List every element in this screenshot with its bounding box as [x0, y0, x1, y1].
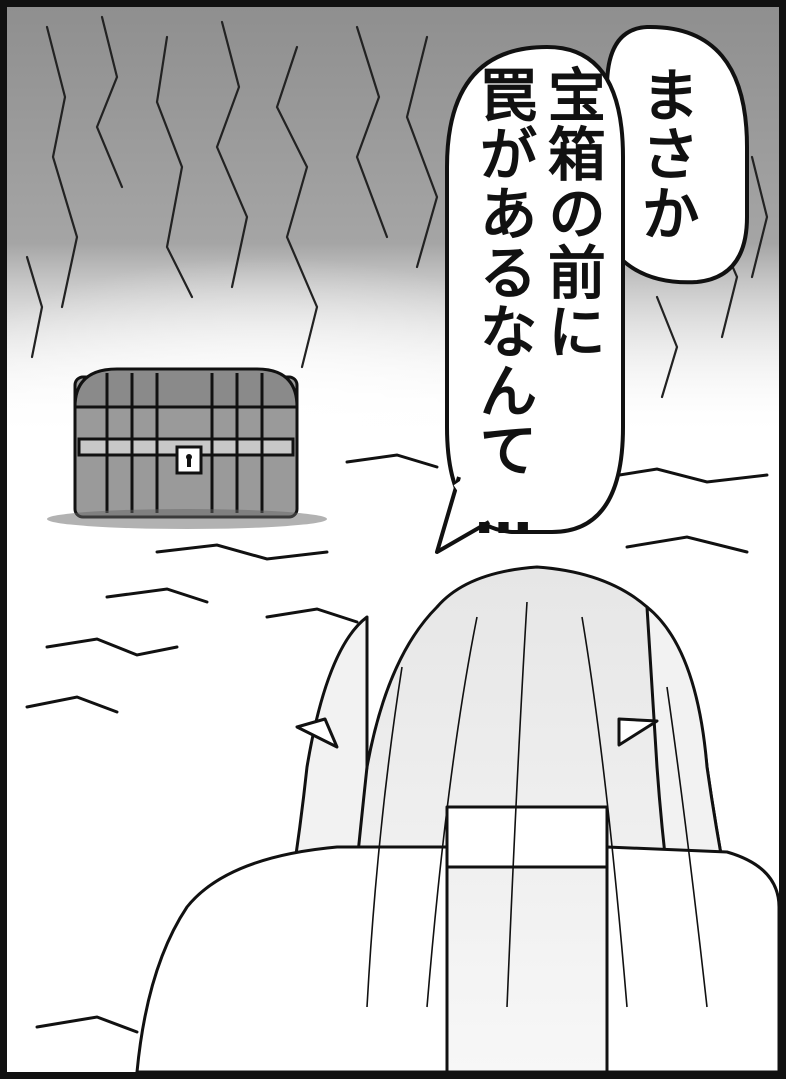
treasure-chest — [73, 367, 299, 519]
speech-bubble-2-line-2: 罠があるなんて… — [469, 65, 538, 549]
scene-illustration — [7, 7, 779, 1072]
speech-bubble-2-shape — [445, 44, 625, 534]
speech-bubble-2-tail — [435, 476, 490, 554]
cave-cracks — [25, 15, 769, 399]
speech-bubble-1-text: まさか — [631, 65, 700, 243]
chest-shadow — [47, 509, 327, 529]
speech-bubble-2-line-1: 宝箱の前に — [537, 65, 606, 361]
character-back — [135, 565, 779, 1072]
speech-bubble-2-text: 宝箱の前に 罠があるなんて… — [469, 65, 606, 549]
